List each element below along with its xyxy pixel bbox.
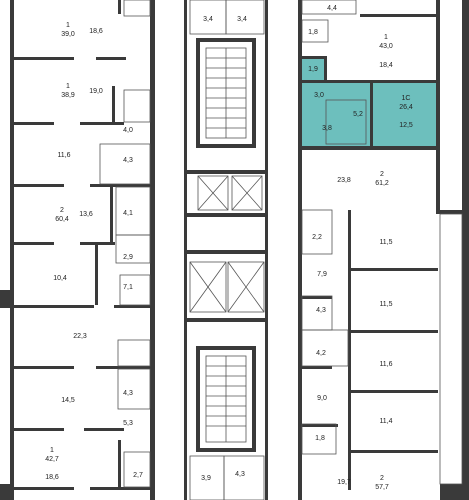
room-area: 11,5 (379, 301, 392, 308)
elevator-shafts (189, 175, 265, 313)
unit-label-2-57: 2 57,7 (375, 475, 389, 491)
unit-area: 43,0 (379, 43, 393, 50)
unit-area: 42,7 (45, 456, 59, 463)
left-wing-walls (0, 0, 155, 500)
room-area: 1,8 (315, 435, 325, 442)
room-area: 11,5 (379, 239, 392, 246)
room-area: 4,4 (327, 5, 337, 12)
room-area: 4,3 (123, 390, 133, 397)
right-wing-thin-lines (301, 0, 463, 485)
room-area: 9,0 (317, 395, 327, 402)
room-area: 11,6 (379, 361, 392, 368)
room-area: 4,3 (123, 157, 133, 164)
unit-area: 26,4 (399, 104, 413, 111)
room-area: 10,4 (53, 275, 67, 282)
core-walls (184, 0, 268, 500)
left-wing-thin-lines (99, 0, 151, 488)
unit-label-1-42: 1 42,7 (45, 447, 59, 463)
room-area: 4,3 (316, 307, 326, 314)
room-area: 14,5 (61, 397, 75, 404)
room-area: 3,9 (201, 475, 211, 482)
unit-area: 38,9 (61, 92, 75, 99)
room-area: 5,2 (353, 111, 363, 118)
room-area: 18,6 (89, 28, 103, 35)
room-area: 3,0 (314, 92, 324, 99)
room-area: 3,4 (203, 16, 213, 23)
unit-area: 61,2 (375, 180, 389, 187)
room-area: 23,8 (337, 177, 351, 184)
unit-type: 2 (380, 475, 384, 482)
stair-top (205, 47, 247, 139)
room-area: 4,2 (316, 350, 326, 357)
room-area: 13,6 (79, 211, 93, 218)
room-area: 4,0 (123, 127, 133, 134)
room-area: 18,6 (45, 474, 59, 481)
room-area: 19,0 (89, 88, 103, 95)
unit-label-1-38: 1 38,9 (61, 83, 75, 99)
room-area: 11,6 (57, 152, 70, 159)
room-area: 2,2 (312, 234, 322, 241)
unit-area: 57,7 (375, 484, 389, 491)
room-area: 11,4 (379, 418, 392, 425)
unit-type: 1 (66, 83, 70, 90)
unit-label-2-60: 2 60,4 (55, 207, 69, 223)
unit-label-1-43: 1 43,0 (379, 34, 393, 50)
unit-type: 2 (60, 207, 64, 214)
unit-area: 60,4 (55, 216, 69, 223)
room-area: 3,4 (237, 16, 247, 23)
room-area: 2,9 (123, 254, 133, 261)
room-area: 5,3 (123, 420, 133, 427)
unit-type: 2 (380, 171, 384, 178)
unit-label-1-39: 1 39,0 (61, 22, 75, 38)
unit-type: 1 (384, 34, 388, 41)
room-area: 18,4 (379, 62, 393, 69)
room-area: 1,8 (308, 29, 318, 36)
room-area: 4,1 (123, 210, 133, 217)
room-area: 12,5 (399, 122, 413, 129)
room-area: 1,9 (308, 66, 318, 73)
room-area: 7,1 (123, 284, 133, 291)
unit-label-2-61: 2 61,2 (375, 171, 389, 187)
room-area: 3,8 (322, 125, 332, 132)
core-small-rooms (189, 0, 265, 500)
unit-label-1c-26: 1С 26,4 (399, 95, 413, 111)
unit-area: 39,0 (61, 31, 75, 38)
room-area: 4,3 (235, 471, 245, 478)
room-area-labels: 18,6 19,0 4,0 11,6 4,3 13,6 4,1 2,9 10,4… (45, 5, 413, 486)
room-area: 22,3 (73, 333, 87, 340)
room-area: 19,7 (337, 479, 351, 486)
unit-type: 1С (402, 95, 411, 102)
room-area: 7,9 (317, 271, 327, 278)
stair-bottom (205, 355, 247, 443)
unit-type: 1 (50, 447, 54, 454)
unit-type: 1 (66, 22, 70, 29)
right-wing-walls (298, 0, 469, 500)
room-area: 2,7 (133, 472, 143, 479)
